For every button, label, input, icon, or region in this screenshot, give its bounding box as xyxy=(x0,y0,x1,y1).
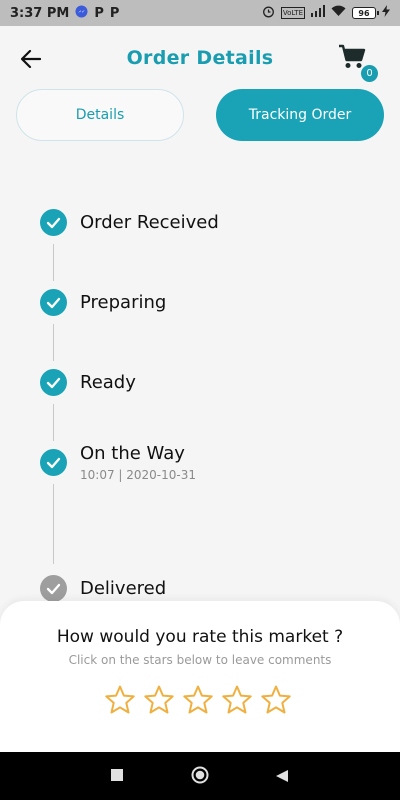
triangle-back-icon xyxy=(276,770,288,782)
back-nav-button[interactable] xyxy=(275,768,289,782)
rating-subtitle: Click on the stars below to leave commen… xyxy=(68,653,332,667)
battery-level: 96 xyxy=(358,8,370,18)
cart-button[interactable]: 0 xyxy=(338,44,378,82)
star-rating xyxy=(104,684,292,716)
p-icon: P xyxy=(109,5,120,21)
system-nav-bar xyxy=(0,752,400,800)
check-circle-icon xyxy=(40,575,67,602)
alarm-icon xyxy=(262,5,275,22)
home-button[interactable] xyxy=(191,766,209,784)
rating-title: How would you rate this market ? xyxy=(56,627,344,647)
star-icon-3[interactable] xyxy=(182,684,214,716)
status-bar: 3:37 PM P P VoLTE 96 xyxy=(0,0,400,26)
timeline-connector xyxy=(53,404,54,441)
shopping-cart-icon xyxy=(339,44,366,68)
rating-sheet: How would you rate this market ? Click o… xyxy=(0,601,400,752)
cart-count-badge: 0 xyxy=(361,65,378,82)
timeline-step-preparing: Preparing xyxy=(40,289,166,316)
timeline-step-label: Preparing xyxy=(80,292,167,313)
volte-icon: VoLTE xyxy=(280,7,305,19)
check-circle-icon xyxy=(40,449,67,476)
timeline-step-delivered: Delivered xyxy=(40,575,166,602)
timeline-step-ready: Ready xyxy=(40,369,136,396)
charging-icon xyxy=(382,5,390,21)
check-circle-icon xyxy=(40,209,67,236)
page-title: Order Details xyxy=(126,47,274,69)
timeline-connector xyxy=(53,324,54,361)
timeline-step-label: On the Way xyxy=(80,443,185,464)
status-time: 3:37 PM xyxy=(10,5,70,21)
check-circle-icon xyxy=(40,289,67,316)
timeline-step-on-the-way: On the Way 10:07 | 2020-10-31 xyxy=(40,443,196,482)
wifi-icon xyxy=(331,5,346,21)
home-circle-icon xyxy=(191,766,209,784)
app-header: Order Details 0 xyxy=(0,26,400,90)
tab-details[interactable]: Details xyxy=(16,89,184,141)
star-icon-1[interactable] xyxy=(104,684,136,716)
battery-icon: 96 xyxy=(352,7,379,19)
arrow-left-icon xyxy=(21,50,41,68)
check-circle-icon xyxy=(40,369,67,396)
recents-button[interactable] xyxy=(111,769,123,781)
signal-icon xyxy=(311,5,325,21)
timeline-step-order-received: Order Received xyxy=(40,209,219,236)
timeline-step-label: Ready xyxy=(80,372,136,393)
p-icon: P xyxy=(94,5,104,21)
timeline-step-label: Order Received xyxy=(80,212,219,233)
timeline-step-label: Delivered xyxy=(80,578,167,599)
star-icon-5[interactable] xyxy=(260,684,292,716)
star-icon-2[interactable] xyxy=(143,684,175,716)
timeline-connector xyxy=(53,484,54,564)
back-button[interactable] xyxy=(14,42,48,76)
tab-tracking-order[interactable]: Tracking Order xyxy=(216,89,384,141)
star-icon-4[interactable] xyxy=(221,684,253,716)
messenger-icon xyxy=(75,5,88,22)
timeline-connector xyxy=(53,244,54,281)
timeline-step-timestamp: 10:07 | 2020-10-31 xyxy=(80,468,196,482)
